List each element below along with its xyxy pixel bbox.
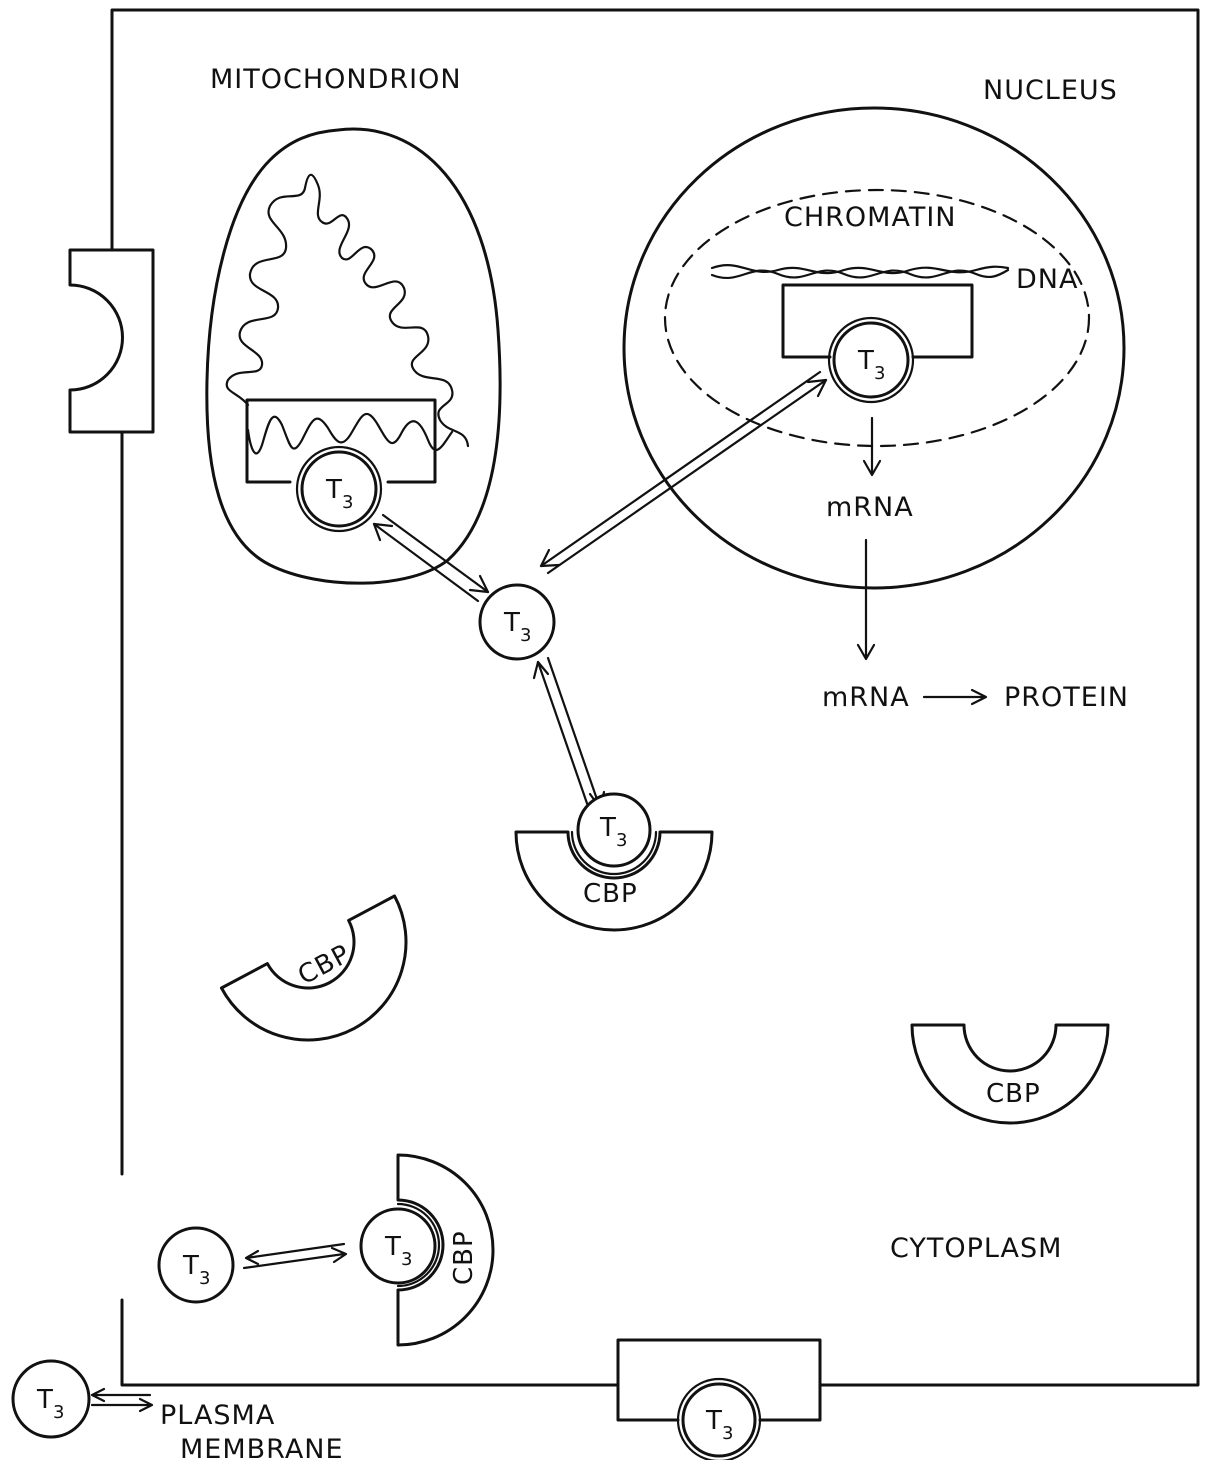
membrane-receptor-left [70, 250, 153, 432]
label-chromatin: CHROMATIN [784, 202, 957, 233]
arrow-cbp-to-central [538, 662, 590, 812]
arrow-to-mrna-cytoplasmic [858, 540, 874, 659]
svg-text:3: 3 [616, 830, 627, 851]
t3-membrane-receptor: T 3 [678, 1379, 760, 1460]
svg-text:T: T [599, 813, 616, 843]
label-cytoplasm: CYTOPLASM [890, 1233, 1062, 1264]
svg-text:T: T [503, 608, 520, 638]
svg-text:3: 3 [199, 1268, 210, 1289]
t3-free-bottom-left: T 3 [159, 1228, 233, 1302]
label-mrna-cytoplasmic: mRNA [822, 682, 910, 713]
svg-text:T: T [857, 346, 874, 376]
mitochondrion-cristae [227, 175, 468, 454]
svg-text:T: T [325, 475, 342, 505]
svg-text:3: 3 [722, 1423, 733, 1444]
label-dna: DNA [1016, 264, 1078, 295]
arrow-nucleus-to-central [548, 380, 826, 573]
t3-extracellular: T 3 [13, 1361, 89, 1437]
label-protein: PROTEIN [1004, 682, 1129, 713]
svg-text:3: 3 [520, 625, 531, 646]
svg-text:T: T [36, 1385, 53, 1415]
svg-text:3: 3 [53, 1402, 64, 1423]
arrow-central-to-cbp [548, 658, 600, 808]
cbp-label-right: CBP [986, 1079, 1041, 1109]
t3-mitochondrial: T 3 [297, 447, 381, 531]
svg-text:3: 3 [874, 363, 885, 384]
label-mrna-nuclear: mRNA [826, 492, 914, 523]
arrow-to-protein [924, 690, 986, 704]
arrow-central-to-mito [374, 524, 478, 601]
svg-text:3: 3 [342, 492, 353, 513]
svg-text:3: 3 [401, 1249, 412, 1270]
svg-text:T: T [384, 1232, 401, 1262]
cbp-free-left [221, 896, 440, 1075]
t3-bound-cbp-middle: T 3 [578, 794, 650, 866]
t3-bound-cbp-vertical: T 3 [361, 1209, 435, 1283]
cbp-label-middle: CBP [583, 879, 638, 909]
label-membrane: MEMBRANE [180, 1434, 344, 1460]
arrow-extracellular-in [92, 1399, 152, 1411]
svg-text:T: T [182, 1251, 199, 1281]
label-mitochondrion: MITOCHONDRION [210, 64, 462, 95]
label-nucleus: NUCLEUS [983, 75, 1118, 106]
cbp-label-vertical: CBP [449, 1230, 479, 1285]
label-plasma: PLASMA [160, 1400, 275, 1431]
arrow-central-to-nucleus [541, 372, 820, 566]
t3-nuclear: T 3 [829, 318, 913, 402]
svg-text:T: T [705, 1406, 722, 1436]
dna-helix-strand2 [712, 270, 1008, 278]
t3-central: T 3 [480, 585, 554, 659]
